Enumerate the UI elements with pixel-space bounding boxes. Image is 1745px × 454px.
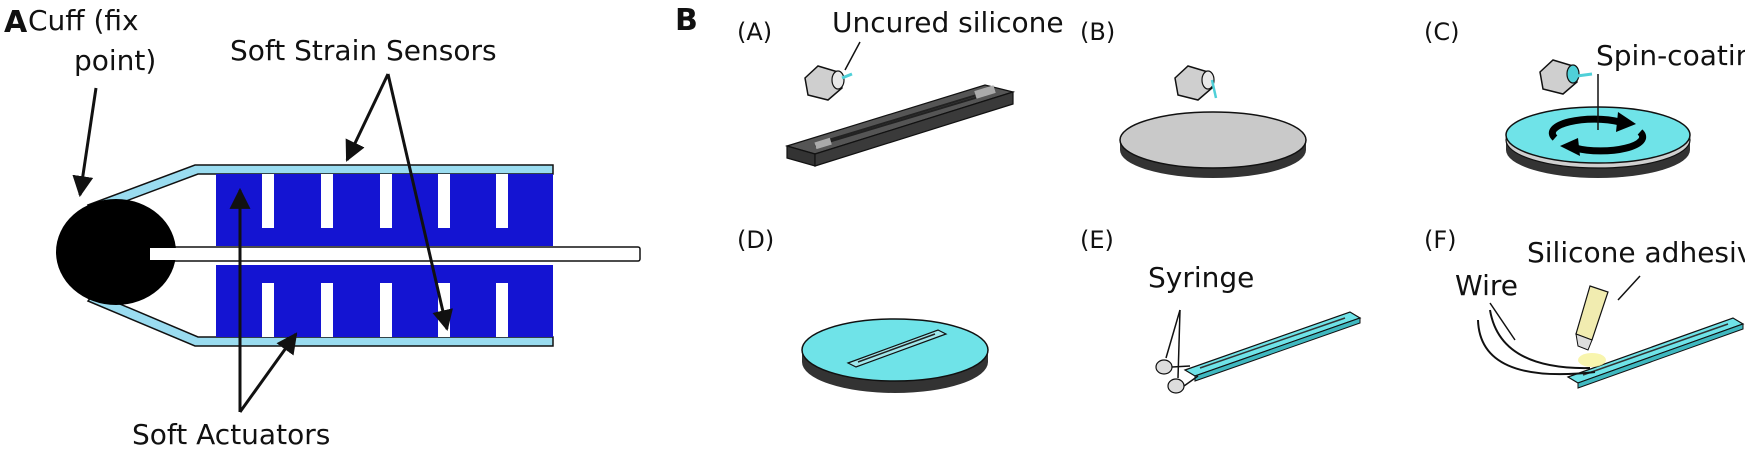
central-rod bbox=[149, 246, 641, 262]
mold-bar bbox=[784, 84, 1016, 167]
pour-cup-icon bbox=[1539, 59, 1593, 95]
step-e: (E) Syringe bbox=[1080, 226, 1362, 394]
adhesive-tube-icon bbox=[1575, 285, 1609, 367]
step-e-tag: (E) bbox=[1080, 226, 1114, 254]
step-f-label: Silicone adhesive bbox=[1527, 236, 1745, 269]
cyan-disk bbox=[801, 318, 989, 393]
cuff-label-line2: point) bbox=[74, 44, 156, 77]
step-c-label: Spin-coating bbox=[1596, 39, 1745, 72]
sensor-arrow-bottom bbox=[386, 73, 453, 332]
step-e-label: Syringe bbox=[1148, 261, 1254, 294]
pour-cup-icon bbox=[804, 65, 853, 101]
step-a-label: Uncured silicone bbox=[832, 6, 1064, 39]
step-a-tag: (A) bbox=[737, 18, 772, 46]
step-c-tag: (C) bbox=[1424, 18, 1459, 46]
panel-a-letter: A bbox=[4, 5, 28, 40]
cuff-arrow bbox=[72, 87, 98, 198]
sensor-arrow-top bbox=[345, 73, 390, 162]
strain-sensor-bottom bbox=[86, 292, 554, 347]
panel-a: A Cuff (fix bbox=[4, 4, 641, 451]
wire-icon bbox=[1477, 309, 1596, 376]
cuff-rod-slot bbox=[150, 248, 186, 260]
syringe-pointer-2 bbox=[1177, 309, 1181, 379]
sensor-strip-e bbox=[1183, 311, 1362, 382]
adhesive-pointer bbox=[1617, 275, 1641, 301]
syringe-pointer-1 bbox=[1165, 309, 1181, 359]
grey-plate bbox=[1119, 111, 1307, 178]
panel-b: B (A) Uncured silicone bbox=[675, 3, 1745, 394]
actuators-label: Soft Actuators bbox=[132, 418, 330, 451]
cast-sensor bbox=[846, 329, 948, 368]
sensors-label: Soft Strain Sensors bbox=[230, 34, 497, 67]
soft-actuator-bottom bbox=[216, 265, 553, 337]
step-b-tag: (B) bbox=[1080, 18, 1115, 46]
step-a-pointer bbox=[844, 41, 861, 71]
step-f-tag: (F) bbox=[1424, 226, 1457, 254]
panel-b-letter: B bbox=[675, 3, 698, 38]
step-b: (B) bbox=[1080, 18, 1307, 178]
wire-pointer bbox=[1489, 302, 1516, 341]
cuff-ellipse bbox=[56, 199, 176, 305]
step-c: (C) Spin-coating bbox=[1424, 18, 1745, 178]
syringe-icon bbox=[1155, 359, 1199, 394]
step-f-label2: Wire bbox=[1455, 269, 1518, 302]
soft-actuator-top bbox=[216, 174, 553, 246]
step-d-tag: (D) bbox=[737, 226, 774, 254]
rotation-arrow-icon bbox=[1548, 112, 1647, 156]
pour-cup-icon bbox=[1174, 65, 1218, 101]
step-d: (D) bbox=[737, 226, 989, 393]
cuff-label-line1: Cuff (fix bbox=[28, 4, 139, 37]
actuator-arrow-bottom bbox=[238, 332, 298, 413]
step-f: (F) Silicone adhesive Wire bbox=[1424, 226, 1745, 389]
step-a: (A) Uncured silicone bbox=[737, 6, 1064, 167]
sensor-strip-f bbox=[1566, 317, 1745, 389]
